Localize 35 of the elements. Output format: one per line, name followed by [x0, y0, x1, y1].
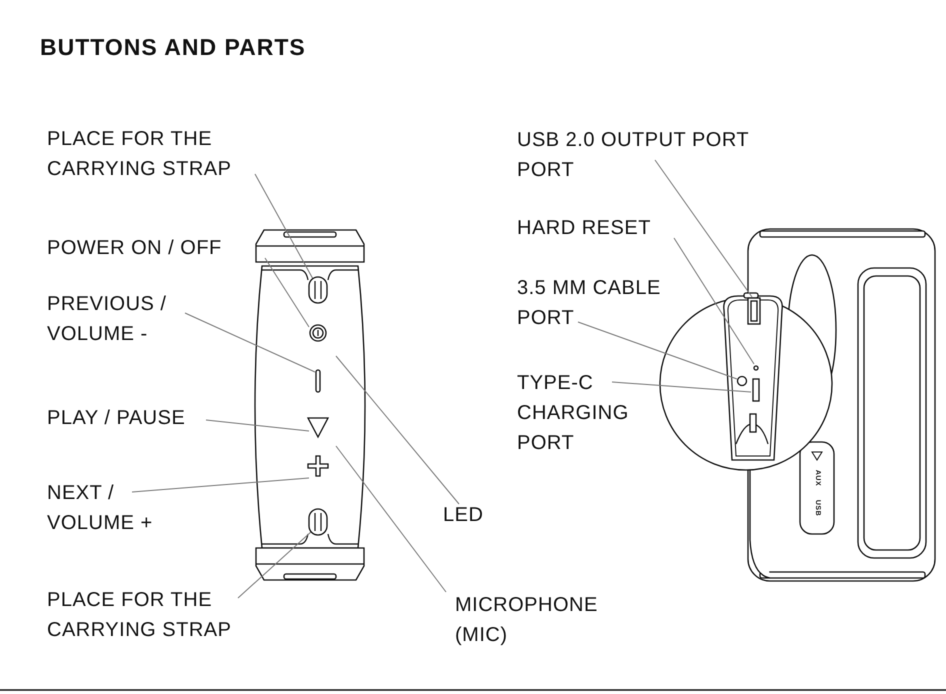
usb-port [747, 297, 761, 325]
strap-slot [308, 276, 328, 304]
part-label: NEXT / VOLUME + [47, 478, 197, 538]
leader-line [336, 446, 446, 592]
volume-down-button [315, 369, 321, 393]
title: BUTTONS AND PARTS [40, 33, 306, 62]
leader-line [184, 312, 316, 372]
volume-up-button [307, 455, 329, 477]
part-label: POWER ON / OFF [47, 233, 267, 263]
part-label: 3.5 MM CABLE PORT [517, 273, 687, 333]
leader-line [132, 478, 310, 492]
leader-line [654, 160, 752, 298]
part-label: PLACE FOR THE CARRYING STRAP [47, 124, 287, 184]
leader-line [578, 322, 738, 380]
part-label: PLACE FOR THE CARRYING STRAP [47, 585, 287, 645]
play-button [306, 417, 330, 438]
leader-line [336, 356, 460, 504]
leader-line [612, 382, 752, 392]
part-label: HARD RESET [517, 213, 677, 243]
leader-line [674, 238, 754, 364]
leader-line [206, 420, 310, 432]
part-label: LED [443, 500, 503, 530]
leader-line [264, 258, 310, 328]
part-label: PREVIOUS / VOLUME - [47, 289, 197, 349]
part-label: MICROPHONE (MIC) [455, 590, 625, 650]
part-label: TYPE-C CHARGING PORT [517, 368, 627, 458]
audio-jack [736, 376, 748, 386]
part-label: PLAY / PAUSE [47, 403, 217, 433]
charging-port [752, 378, 760, 402]
strap-slot [308, 508, 328, 536]
part-label: USB 2.0 OUTPUT PORT PORT [517, 125, 787, 185]
leader-line [254, 174, 314, 280]
reset-hole [753, 365, 759, 371]
power-button [309, 324, 327, 342]
leader-line [238, 530, 312, 598]
